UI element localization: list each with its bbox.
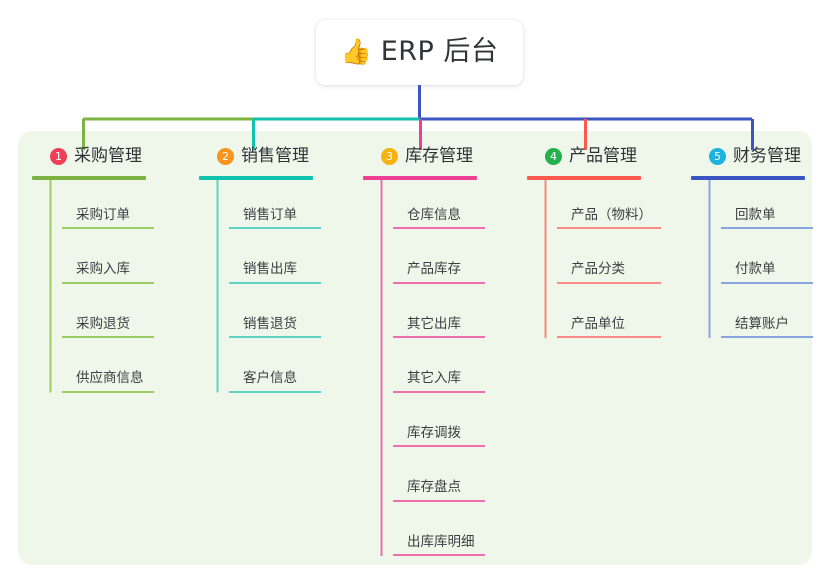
leaf-label: 销售退货 [243, 315, 297, 332]
leaf-label: 销售出库 [243, 261, 297, 277]
leaf-node[interactable]: 库存调拨 [393, 417, 485, 447]
thumbs-up-icon: 👍 [340, 37, 372, 66]
leaf-underline [721, 227, 813, 229]
leaf-underline [62, 227, 154, 229]
branch-column-5: 5 财务管理 [691, 143, 805, 180]
branch-header-4[interactable]: 4 产品管理 [527, 143, 641, 169]
leaf-underline [62, 390, 154, 393]
branch-number-badge: 5 [709, 147, 726, 165]
leaf-node[interactable]: 出库库明细 [393, 526, 485, 556]
leaf-label: 其它入库 [407, 370, 461, 386]
leaf-label: 产品库存 [407, 261, 461, 277]
leaf-label: 产品分类 [571, 261, 625, 277]
leaf-label: 库存盘点 [407, 479, 461, 495]
leaf-label: 出库库明细 [407, 533, 475, 550]
leaf-underline [393, 554, 485, 556]
leaf-node[interactable]: 销售出库 [229, 254, 321, 284]
leaf-label: 采购订单 [76, 206, 130, 223]
leaf-underline [62, 336, 154, 338]
leaf-underline [393, 390, 485, 393]
branch-column-2: 2 销售管理 [199, 143, 313, 180]
leaf-label: 供应商信息 [76, 370, 144, 386]
leaf-node[interactable]: 回款单 [721, 199, 813, 229]
leaf-underline [557, 281, 661, 284]
leaf-label: 客户信息 [243, 370, 297, 386]
leaf-node[interactable]: 产品库存 [393, 254, 485, 284]
leaf-underline [557, 227, 661, 229]
leaf-underline [229, 390, 321, 393]
leaf-underline [393, 281, 485, 284]
leaf-node[interactable]: 仓库信息 [393, 199, 485, 229]
root-node[interactable]: 👍 ERP 后台 [316, 20, 523, 85]
leaf-label: 其它出库 [407, 315, 461, 332]
branch-header-1[interactable]: 1 采购管理 [32, 143, 146, 169]
branch-title: 财务管理 [733, 145, 801, 166]
leaf-underline [721, 281, 813, 284]
leaf-label: 产品（物料） [571, 206, 652, 223]
leaf-underline [393, 499, 485, 502]
root-title: ERP 后台 [380, 36, 499, 67]
leaf-underline [393, 336, 485, 338]
leaf-label: 库存调拨 [407, 424, 461, 441]
leaf-label: 采购入库 [76, 261, 130, 277]
leaf-underline [229, 336, 321, 338]
leaf-node[interactable]: 产品单位 [557, 308, 661, 338]
branch-underline [691, 176, 805, 180]
leaf-underline [393, 445, 485, 447]
leaf-label: 付款单 [735, 261, 776, 277]
leaf-node[interactable]: 采购入库 [62, 254, 154, 284]
branch-number-badge: 4 [545, 147, 562, 165]
leaf-label: 结算账户 [735, 315, 789, 332]
leaf-node[interactable]: 销售退货 [229, 308, 321, 338]
branch-header-2[interactable]: 2 销售管理 [199, 143, 313, 169]
leaf-label: 销售订单 [243, 206, 297, 223]
root-node-content: 👍 ERP 后台 [341, 38, 499, 65]
branch-header-5[interactable]: 5 财务管理 [691, 143, 805, 169]
leaf-node[interactable]: 销售订单 [229, 199, 321, 229]
leaf-underline [557, 336, 661, 338]
diagram-panel [18, 131, 812, 565]
leaf-label: 采购退货 [76, 315, 130, 332]
branch-column-4: 4 产品管理 [527, 143, 641, 180]
branch-title: 库存管理 [405, 145, 473, 166]
leaf-node[interactable]: 付款单 [721, 254, 813, 284]
branch-column-1: 1 采购管理 [32, 143, 146, 180]
leaf-underline [393, 227, 485, 229]
leaf-node[interactable]: 客户信息 [229, 363, 321, 393]
branch-number-badge: 1 [50, 147, 67, 165]
branch-title: 产品管理 [569, 145, 637, 166]
branch-underline [32, 176, 146, 180]
leaf-node[interactable]: 其它入库 [393, 363, 485, 393]
branch-number-badge: 2 [217, 147, 234, 165]
leaf-node[interactable]: 产品分类 [557, 254, 661, 284]
branch-column-3: 3 库存管理 [363, 143, 477, 180]
branch-underline [363, 176, 477, 180]
leaf-label: 产品单位 [571, 315, 625, 332]
leaf-label: 仓库信息 [407, 206, 461, 223]
leaf-underline [62, 281, 154, 284]
leaf-node[interactable]: 供应商信息 [62, 363, 154, 393]
leaf-node[interactable]: 其它出库 [393, 308, 485, 338]
leaf-label: 回款单 [735, 206, 776, 223]
leaf-underline [721, 336, 813, 338]
branch-header-3[interactable]: 3 库存管理 [363, 143, 477, 169]
leaf-underline [229, 281, 321, 284]
branch-title: 销售管理 [241, 145, 309, 166]
branch-underline [527, 176, 641, 180]
branch-title: 采购管理 [74, 145, 142, 166]
leaf-node[interactable]: 采购退货 [62, 308, 154, 338]
leaf-node[interactable]: 产品（物料） [557, 199, 661, 229]
branch-underline [199, 176, 313, 180]
leaf-node[interactable]: 采购订单 [62, 199, 154, 229]
leaf-node[interactable]: 库存盘点 [393, 472, 485, 502]
leaf-underline [229, 227, 321, 229]
leaf-node[interactable]: 结算账户 [721, 308, 813, 338]
branch-number-badge: 3 [381, 147, 398, 165]
